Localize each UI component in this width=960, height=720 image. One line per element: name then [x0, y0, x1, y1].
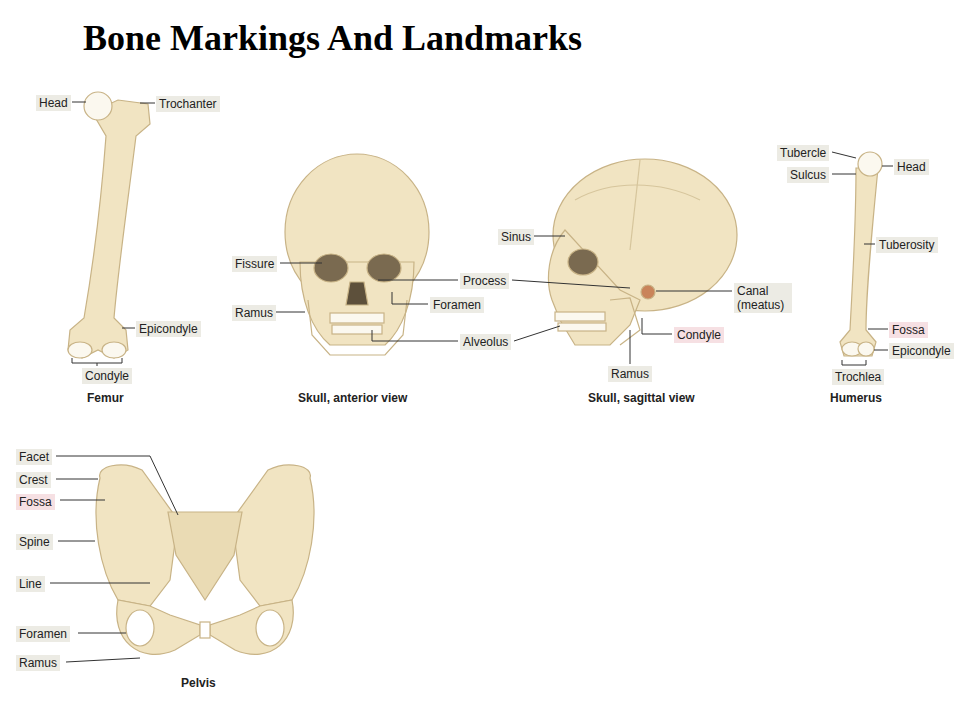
- bone-marking-label: Alveolus: [460, 334, 511, 350]
- figure-caption: Skull, sagittal view: [585, 390, 698, 406]
- bone-marking-label: Head: [894, 159, 929, 175]
- bone-marking-label: Condyle: [674, 327, 724, 343]
- bone-marking-label: Tuberosity: [876, 237, 938, 253]
- bone-marking-label: Fossa: [16, 494, 55, 510]
- figure-caption: Humerus: [827, 390, 885, 406]
- bone-marking-label: Foramen: [430, 297, 484, 313]
- bone-marking-label: Ramus: [608, 366, 652, 382]
- bone-marking-label: Trochanter: [156, 96, 220, 112]
- bone-marking-label: Crest: [16, 472, 51, 488]
- bone-marking-label: Fossa: [889, 322, 928, 338]
- bone-marking-label: Epicondyle: [136, 321, 201, 337]
- figure-caption: Pelvis: [178, 675, 219, 691]
- bone-marking-label: Sulcus: [787, 167, 829, 183]
- bone-marking-label: Process: [460, 273, 509, 289]
- bone-marking-label: Tubercle: [777, 145, 829, 161]
- figure-caption: Femur: [84, 390, 127, 406]
- bone-marking-label: Fissure: [232, 256, 277, 272]
- bone-marking-label: Sinus: [498, 229, 534, 245]
- bone-marking-label: Spine: [16, 534, 53, 550]
- bone-marking-label: Epicondyle: [889, 343, 954, 359]
- page-title: Bone Markings And Landmarks: [83, 16, 582, 60]
- bone-marking-label: Ramus: [16, 655, 60, 671]
- bone-marking-label: Condyle: [82, 368, 132, 384]
- bone-marking-label: Canal (meatus): [734, 283, 792, 313]
- bone-marking-label: Facet: [16, 449, 52, 465]
- bone-marking-label: Foramen: [16, 626, 70, 642]
- bone-marking-label: Ramus: [232, 305, 276, 321]
- figure-caption: Skull, anterior view: [295, 390, 410, 406]
- bone-marking-label: Head: [36, 95, 71, 111]
- bone-marking-label: Trochlea: [832, 369, 884, 385]
- bone-marking-label: Line: [16, 576, 45, 592]
